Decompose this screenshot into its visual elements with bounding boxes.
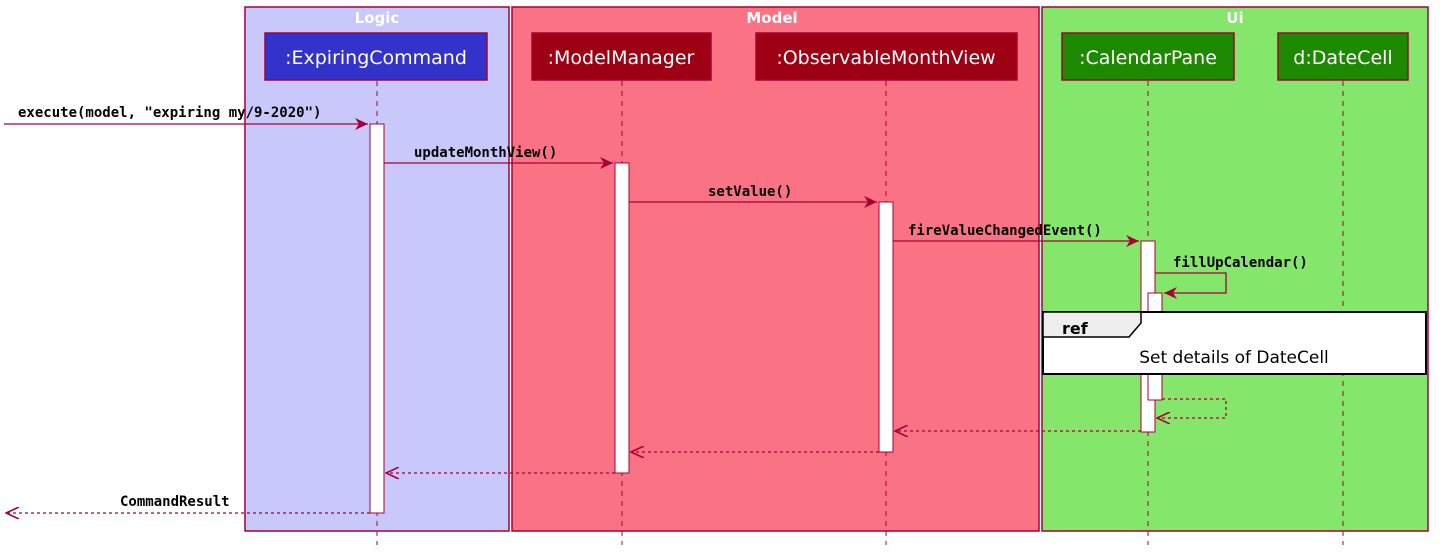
activation-expiring-command	[369, 123, 385, 514]
participant-observable-month-view-label: :ObservableMonthView	[776, 47, 995, 69]
message-set-value-label: setValue()	[708, 184, 792, 200]
box-model: Model	[511, 6, 1040, 532]
participant-date-cell-label: d:DateCell	[1293, 47, 1392, 69]
message-set-value: setValue()	[629, 184, 877, 208]
participant-observable-month-view: :ObservableMonthView	[755, 32, 1018, 81]
ref-frame-text: Set details of DateCell	[1139, 348, 1329, 368]
box-ui: Ui	[1041, 6, 1429, 532]
message-fill-up-calendar-label: fillUpCalendar()	[1173, 255, 1308, 271]
message-execute-label: execute(model, "expiring my/9-2020")	[18, 105, 321, 121]
participant-calendar-pane: :CalendarPane	[1061, 32, 1235, 81]
participant-expiring-command: :ExpiringCommand	[264, 32, 488, 81]
box-ui-title: Ui	[1226, 9, 1243, 27]
box-logic-title: Logic	[355, 9, 400, 27]
participant-expiring-command-label: :ExpiringCommand	[285, 47, 467, 69]
return-command-result-label: CommandResult	[120, 494, 230, 510]
participant-model-manager-label: :ModelManager	[548, 47, 695, 69]
message-update-month-view-label: updateMonthView()	[414, 145, 557, 161]
activation-model-manager	[614, 162, 630, 474]
box-model-title: Model	[746, 9, 797, 27]
message-fill-up-calendar: fillUpCalendar()	[1155, 255, 1308, 299]
message-update-month-view: updateMonthView()	[384, 145, 613, 169]
ref-frame-tag: ref	[1062, 319, 1089, 338]
ref-frame: ref Set details of DateCell	[1042, 311, 1427, 375]
message-fire-value-changed-event-label: fireValueChangedEvent()	[908, 223, 1102, 239]
return-messages	[6, 398, 1227, 513]
message-fire-value-changed-event: fireValueChangedEvent()	[893, 223, 1139, 247]
activation-observable-month-view	[878, 201, 894, 453]
participant-model-manager: :ModelManager	[531, 32, 712, 81]
message-execute: execute(model, "expiring my/9-2020")	[4, 105, 368, 130]
participant-calendar-pane-label: :CalendarPane	[1079, 47, 1217, 69]
participant-date-cell: d:DateCell	[1277, 32, 1409, 81]
return-fill-up-calendar	[1157, 398, 1227, 418]
